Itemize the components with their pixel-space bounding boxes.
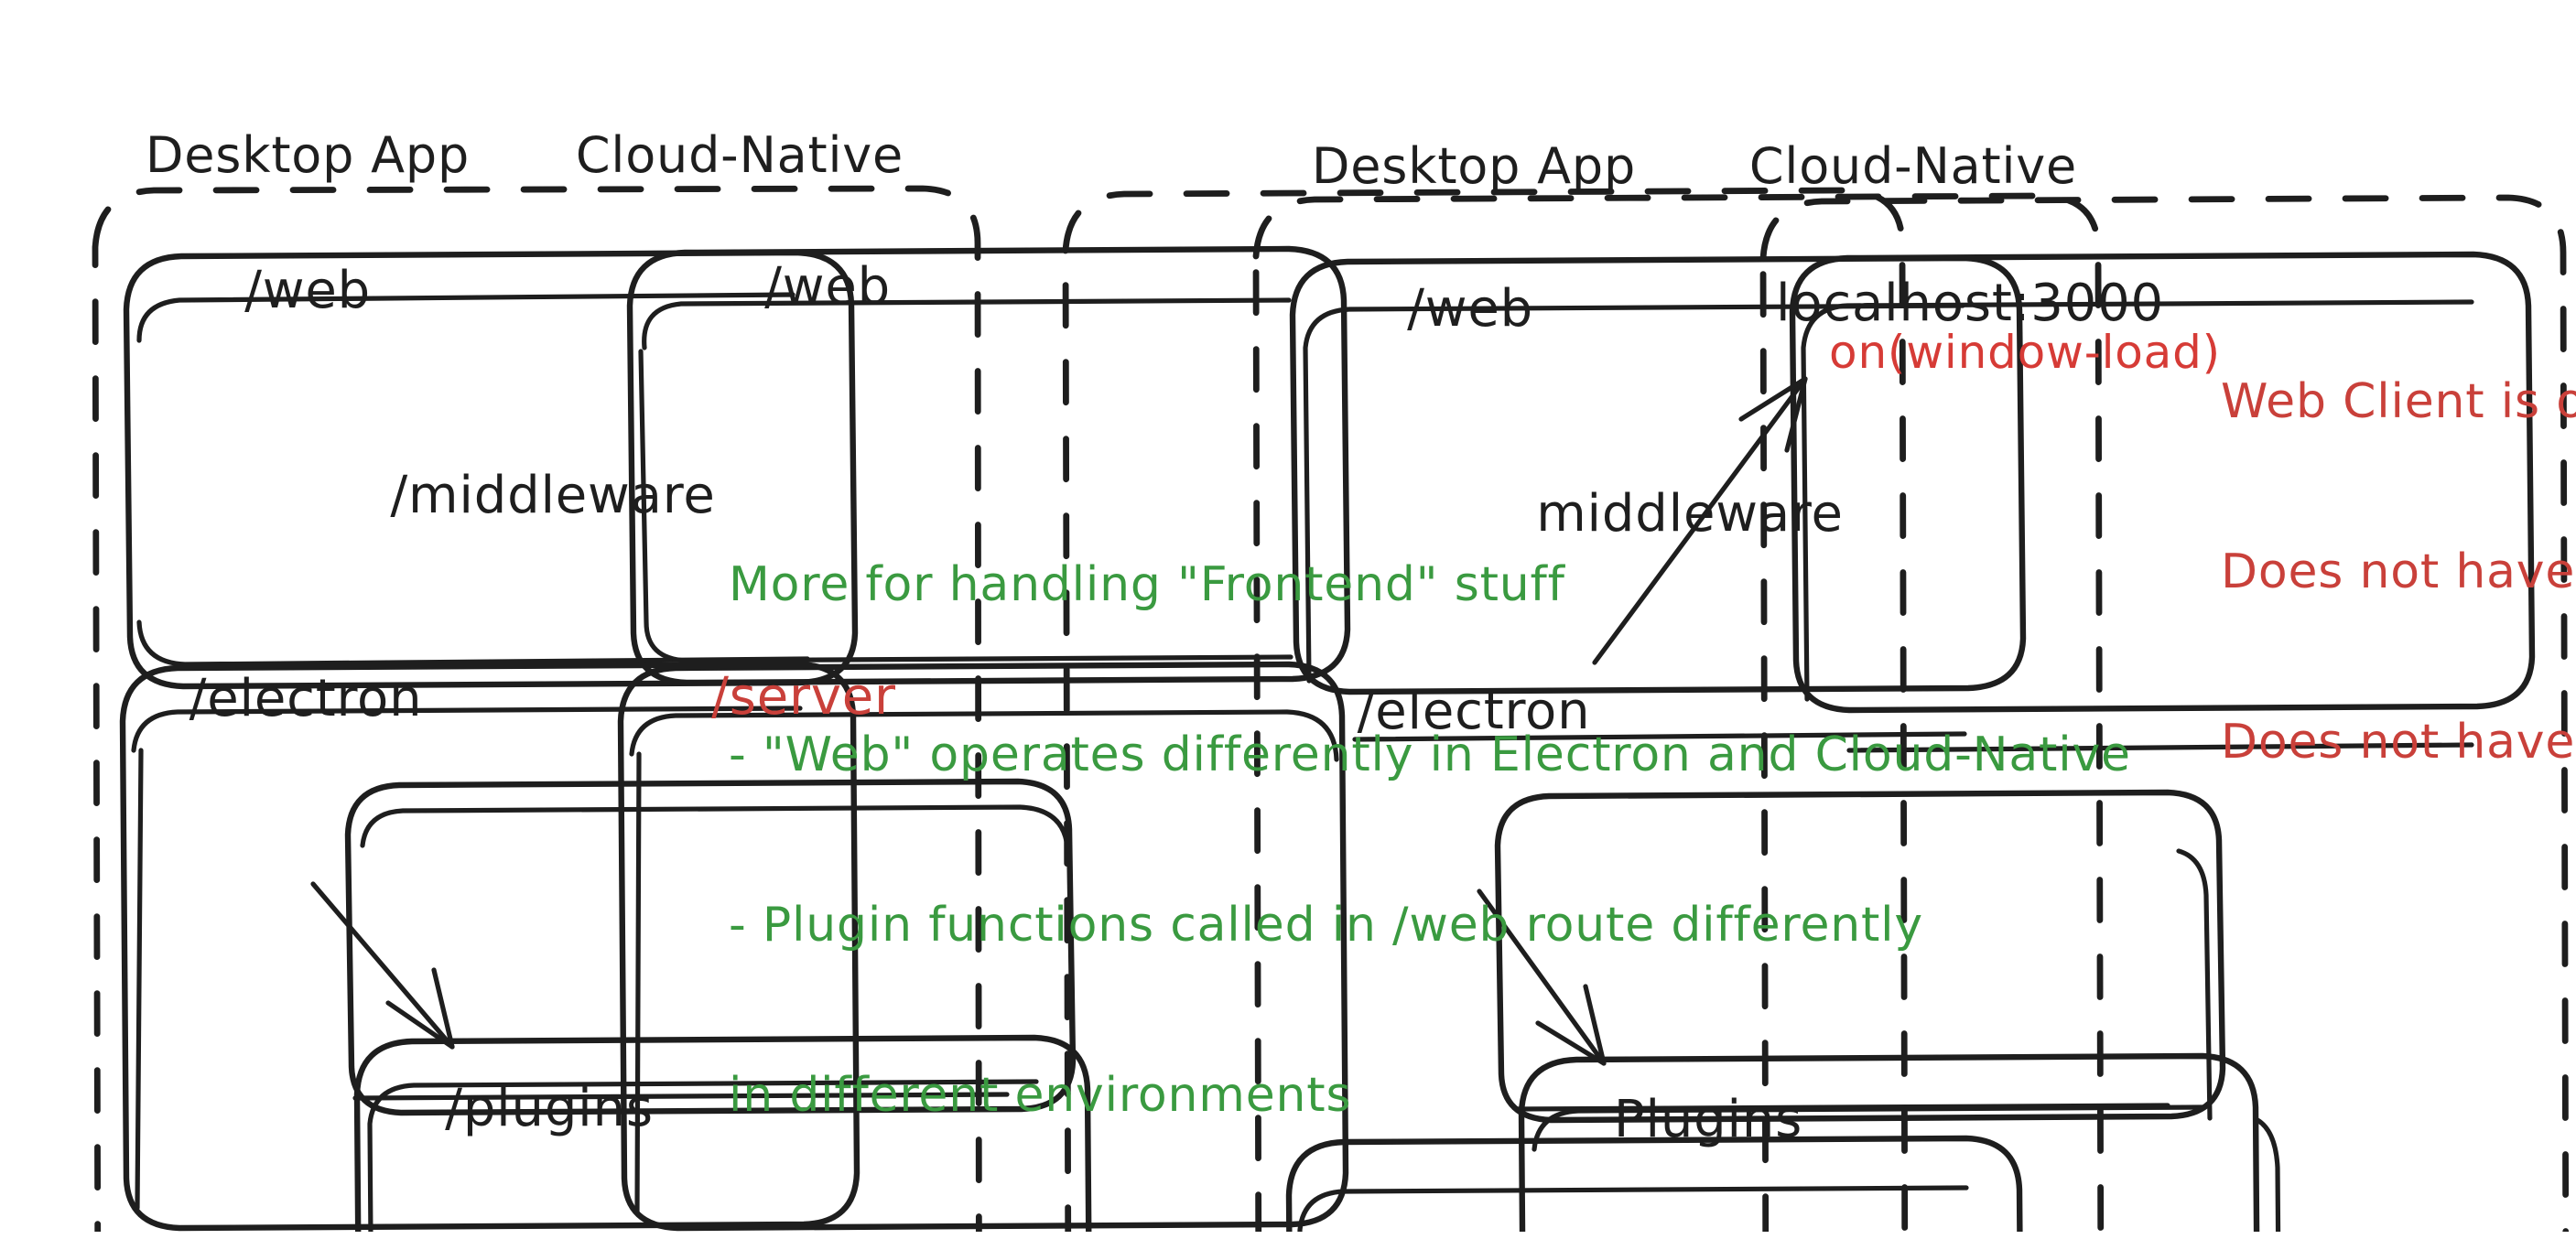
node-right-plugins[interactable]	[1518, 1052, 2281, 1232]
node-right-electron[interactable]	[1285, 1135, 2023, 1232]
node-right-desktop-web[interactable]	[1289, 254, 2027, 742]
node-left-server[interactable]	[617, 661, 1349, 1232]
node-left-middleware[interactable]	[344, 778, 1077, 1116]
node-right-localhost[interactable]	[1789, 251, 2536, 753]
group-right-desktop-app	[1252, 192, 2105, 1232]
node-left-electron[interactable]	[119, 661, 860, 1232]
edge-left-electron-to-plugins	[310, 881, 455, 1050]
node-left-plugins[interactable]	[353, 1034, 1092, 1232]
edge-right-electron-to-plugins	[1477, 889, 1607, 1066]
group-right-cloud-native	[1759, 194, 2570, 1232]
edge-right-electron-to-localhost	[1592, 376, 1808, 665]
node-left-cloud-web[interactable]	[626, 245, 1351, 686]
node-right-middleware[interactable]	[1494, 789, 2226, 1124]
node-left-desktop-web[interactable]	[123, 249, 859, 690]
